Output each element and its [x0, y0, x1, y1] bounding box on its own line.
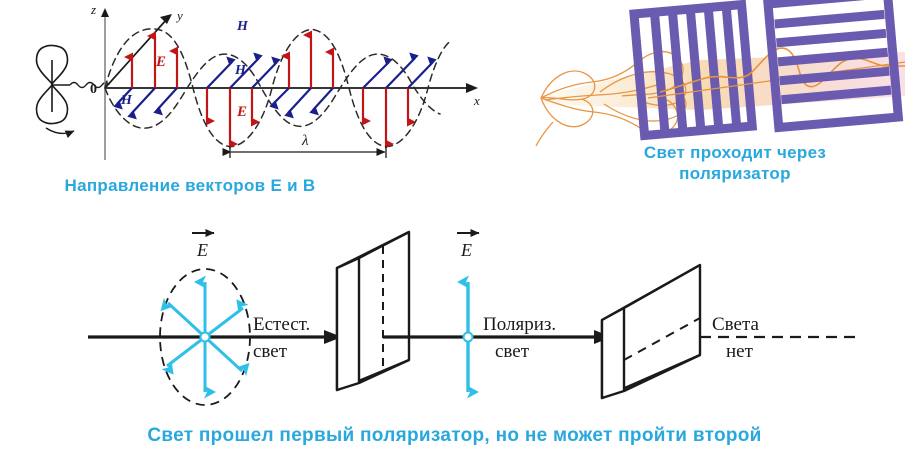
h-vectors-segment-4 [362, 52, 437, 89]
e-label-right-group: E [457, 229, 480, 260]
label-e-upper: E [155, 54, 166, 70]
polarizer-grating-horizontal[interactable] [763, 0, 904, 133]
unpolarized-field-arrows [160, 275, 250, 399]
label-wavelength: λ [301, 133, 309, 149]
label-natural-light-line2: свет [253, 341, 288, 362]
caption-polarizer-line2: поляризатор [679, 163, 791, 183]
unpolarized-light-ellipse [159, 268, 251, 406]
unpolarized-light-center-dot [199, 331, 211, 343]
caption-two-polarizers: Свет прошел первый поляризатор, но не мо… [147, 425, 762, 446]
label-natural-light-line1: Естест. [253, 314, 310, 335]
axis-y-arrowhead [160, 14, 172, 24]
axis-label-z: z [90, 2, 96, 17]
axis-label-x: x [473, 93, 480, 108]
h-vectors-segment-1 [113, 87, 178, 120]
grating-polarizer-diagram [535, 0, 906, 147]
axis-label-y: y [175, 8, 183, 23]
label-e-lower: E [236, 104, 247, 120]
axis-z-arrowhead [101, 8, 109, 17]
polarized-light-center-dot [462, 331, 474, 343]
axis-y [104, 18, 168, 89]
h-vectors-segment-2 [206, 52, 281, 89]
label-polarized-line1: Поляриз. [483, 314, 556, 335]
polarizer-grating-vertical[interactable] [629, 0, 758, 141]
wavelength-indicator: λ [222, 133, 387, 158]
e-vectors-trough-2 [361, 88, 416, 149]
label-e-left: E [196, 240, 208, 260]
e-vectors-crest-1 [124, 31, 179, 88]
label-h-top: H [236, 19, 249, 34]
polarizer-slab-first[interactable] [335, 230, 411, 392]
e-wave-envelope [104, 28, 453, 148]
label-h-left: H [120, 93, 133, 108]
label-no-light-line2: нет [726, 341, 754, 362]
antenna-source-icon [35, 44, 110, 139]
two-polarizer-diagram: E Естест. свет E Поляриз. свет [88, 229, 862, 406]
caption-polarizer-line1: Свет проходит через [643, 143, 827, 162]
caption-polarizer: Свет проходит через поляризатор [570, 143, 900, 184]
label-e-right: E [460, 240, 472, 260]
incoming-beam-arrowhead [324, 330, 342, 344]
h-vectors-segment-3 [269, 87, 334, 119]
e-vectors-trough-1 [205, 88, 260, 149]
label-no-light-line1: Света [712, 314, 760, 335]
caption-wave-vectors: Направление векторов E и B [64, 176, 316, 195]
label-polarized-line2: свет [495, 341, 530, 362]
polarizer-slab-second[interactable] [600, 263, 702, 400]
e-label-left-group: E [192, 229, 215, 260]
axis-x-arrowhead [466, 83, 478, 93]
beam-glow [540, 52, 905, 110]
em-wave-diagram: z x y 0 [35, 2, 480, 160]
e-vectors-crest-2 [281, 30, 335, 88]
axis-origin-label: 0 [90, 82, 97, 97]
label-h-mid: H [234, 63, 247, 78]
